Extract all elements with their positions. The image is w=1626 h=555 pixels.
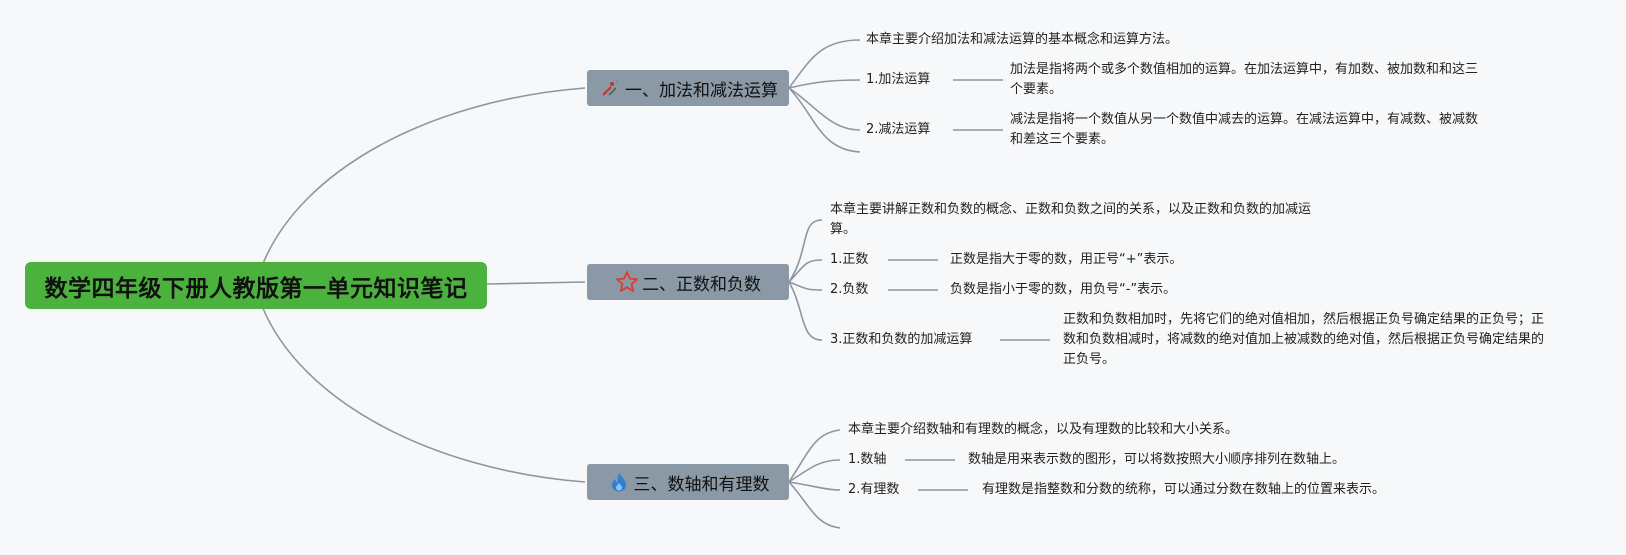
link-b1-end <box>788 87 861 153</box>
branch2-intro: 本章主要讲解正数和负数的概念、正数和负数之间的关系，以及正数和负数的加减运算。 <box>830 202 1312 237</box>
branch1-item1-desc: 加法是指将两个或多个数值相加的运算。在加法运算中，有加数、被加数和和这三个要素。 <box>1010 62 1479 97</box>
link-b2-item1 <box>788 259 823 283</box>
link-root-branch1 <box>261 87 586 267</box>
root-topic[interactable]: 数学四年级下册人教版第一单元知识笔记 <box>25 262 487 309</box>
star-icon <box>615 270 639 294</box>
branch2-item2-desc: 负数是指小于零的数，用负号“-”表示。 <box>950 282 1177 297</box>
link-b2-item3 <box>788 281 823 341</box>
link-b3-item2 <box>788 481 841 491</box>
branch-title: 二、正数和负数 <box>642 274 761 295</box>
link-b2-intro <box>788 219 823 283</box>
root-title: 数学四年级下册人教版第一单元知识笔记 <box>44 275 468 302</box>
branch-title: 三、数轴和有理数 <box>633 474 770 495</box>
branch1-item2-label[interactable]: 2.减法运算 <box>866 122 931 137</box>
link-b1-intro <box>788 39 861 89</box>
flame-icon <box>607 470 631 494</box>
branch3-item1-desc: 数轴是用来表示数的图形，可以将数按照大小顺序排列在数轴上。 <box>968 452 1346 467</box>
branch1-item1-label[interactable]: 1.加法运算 <box>866 72 931 87</box>
branch-number-line-rational[interactable]: 三、数轴和有理数 <box>587 464 789 500</box>
link-root-branch3 <box>261 305 586 483</box>
tools-icon <box>598 76 622 100</box>
branch2-item1-label[interactable]: 1.正数 <box>830 252 869 267</box>
branch1-intro: 本章主要介绍加法和减法运算的基本概念和运算方法。 <box>866 32 1179 47</box>
link-b3-end <box>788 481 841 529</box>
branch2-item3-desc: 正数和负数相加时，先将它们的绝对值相加，然后根据正负号确定结果的正负号；正数和负… <box>1063 312 1545 367</box>
link-b3-intro <box>788 429 841 483</box>
link-b1-item2 <box>788 87 861 131</box>
branch3-item2-label[interactable]: 2.有理数 <box>848 482 900 497</box>
link-b1-item1 <box>788 79 861 89</box>
branch2-item2-label[interactable]: 2.负数 <box>830 282 869 297</box>
branch3-item2-desc: 有理数是指整数和分数的统称，可以通过分数在数轴上的位置来表示。 <box>982 482 1386 497</box>
branch3-item1-label[interactable]: 1.数轴 <box>848 452 887 467</box>
branch1-item2-desc: 减法是指将一个数值从另一个数值中减去的运算。在减法运算中，有减数、被减数和差这三… <box>1010 112 1479 147</box>
link-b2-item2 <box>788 281 823 291</box>
branch2-item3-label[interactable]: 3.正数和负数的加减运算 <box>830 332 973 347</box>
branch-addition-subtraction[interactable]: 一、加法和减法运算 <box>587 70 789 106</box>
link-b3-item1 <box>788 459 841 483</box>
link-root-branch2 <box>486 281 586 285</box>
branch3-intro: 本章主要介绍数轴和有理数的概念，以及有理数的比较和大小关系。 <box>848 422 1239 437</box>
branch-title: 一、加法和减法运算 <box>625 80 778 101</box>
branch2-item1-desc: 正数是指大于零的数，用正号“+”表示。 <box>950 252 1183 267</box>
branch-positive-negative[interactable]: 二、正数和负数 <box>587 264 789 300</box>
